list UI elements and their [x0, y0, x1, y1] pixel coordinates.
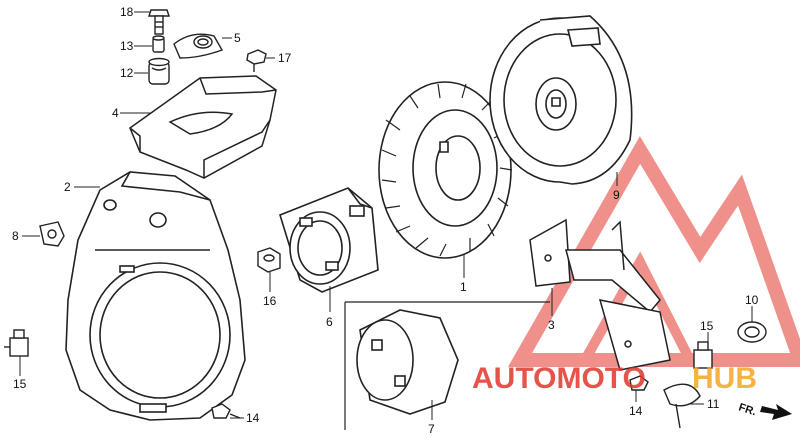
callout-9: 9	[613, 188, 620, 202]
callout-labels: 18 13 12 5 17 4 2 8 15 16 6 1 9 7 14 3 1…	[12, 5, 759, 436]
part-collar-13	[152, 35, 165, 53]
part-cooling-fan-1	[378, 81, 513, 259]
part-clamp-10	[737, 321, 767, 343]
callout-18: 18	[120, 5, 134, 19]
part-rubber-12	[148, 57, 170, 85]
callout-16: 16	[263, 294, 277, 308]
callout-7: 7	[428, 422, 435, 436]
callout-14-right: 14	[629, 404, 643, 418]
part-fan-cover-2	[65, 171, 246, 421]
callout-5: 5	[234, 31, 241, 45]
part-bolt-14-right	[629, 375, 649, 391]
front-direction-indicator: FR.	[737, 401, 792, 420]
part-clip-8	[39, 221, 65, 247]
part-grommet-5	[173, 33, 224, 59]
part-starter-cup-7	[344, 301, 550, 430]
part-bolt-17	[246, 49, 267, 72]
part-shroud-cover-4	[129, 75, 277, 179]
direction-label: FR.	[737, 401, 758, 418]
callout-6: 6	[326, 315, 333, 329]
part-flywheel-9	[489, 15, 633, 185]
callout-17: 17	[278, 51, 292, 65]
callout-4: 4	[112, 106, 119, 120]
watermark-text-red: AUTOMOTO	[472, 362, 646, 395]
callout-14-left: 14	[246, 411, 260, 425]
watermark-text-orange: HUB	[692, 362, 757, 395]
part-nut-16	[257, 247, 281, 273]
callout-10: 10	[745, 293, 759, 307]
part-bracket-3	[529, 218, 671, 371]
arrow-right-icon	[760, 404, 792, 420]
callout-1: 1	[460, 280, 467, 294]
callout-3: 3	[548, 318, 555, 332]
callout-12: 12	[120, 66, 134, 80]
callout-11: 11	[707, 397, 720, 411]
callout-15-right: 15	[700, 319, 714, 333]
callout-15-left: 15	[13, 377, 27, 391]
part-starter-pulley-6	[279, 187, 379, 293]
leader-lines	[19, 11, 753, 420]
part-bolt-18	[148, 9, 170, 35]
part-clamp-11	[663, 383, 701, 429]
part-connector-15-left	[4, 329, 29, 357]
part-connector-15-right	[693, 341, 713, 369]
part-bolt-14-left	[211, 403, 241, 419]
callout-8: 8	[12, 229, 19, 243]
callout-2: 2	[64, 180, 71, 194]
callout-13: 13	[120, 39, 134, 53]
watermark-text: AUTOMOTO HUB	[472, 362, 757, 395]
